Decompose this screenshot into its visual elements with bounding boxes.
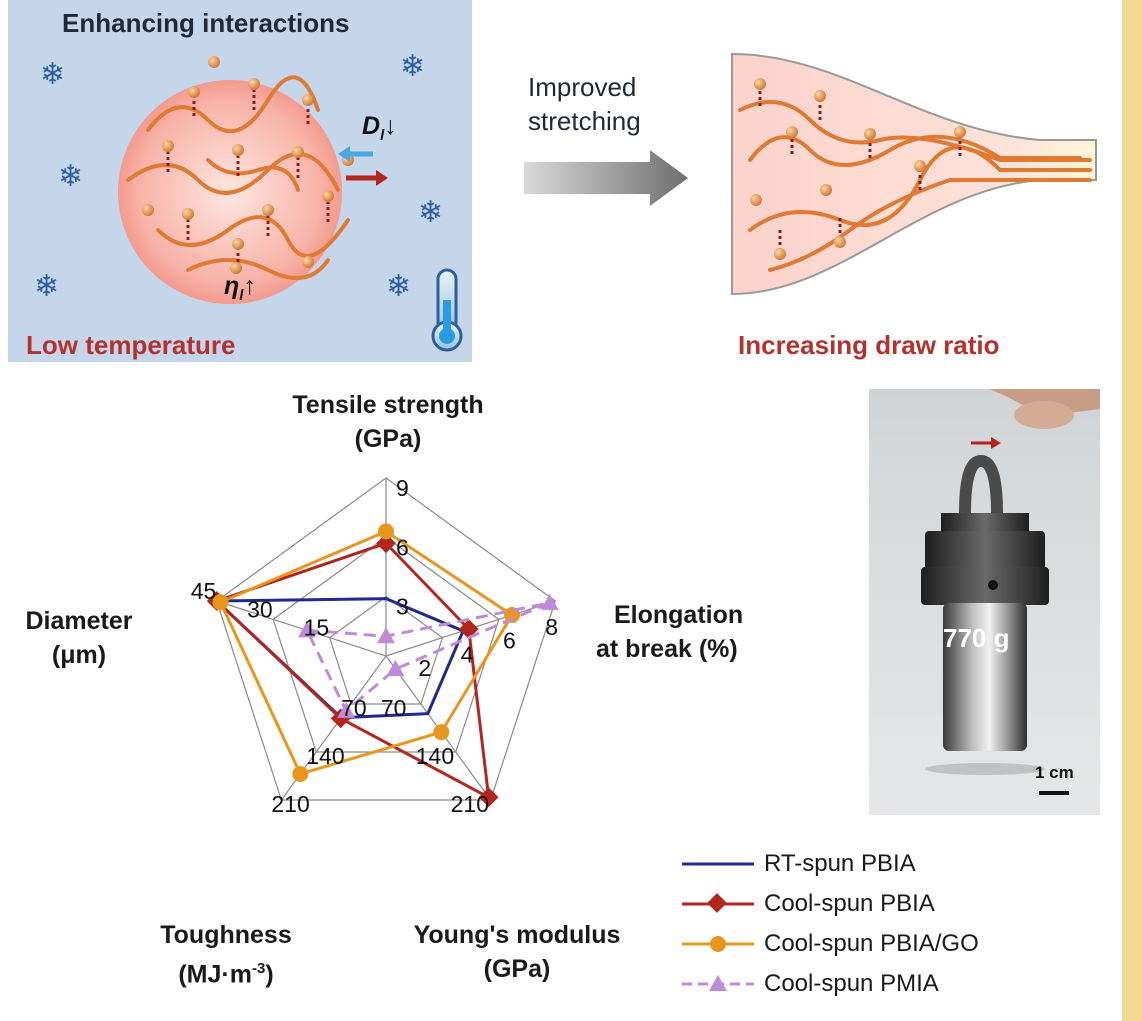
axis-title-modulus-line1: Young's modulus — [413, 921, 621, 949]
tick-label: 8 — [545, 614, 558, 640]
arrow-label-line2: stretching — [528, 106, 641, 136]
tick-label: 140 — [416, 743, 454, 769]
svg-text:❄: ❄ — [386, 270, 411, 303]
svg-text:❄: ❄ — [418, 196, 443, 229]
legend-swatch-cool-pbia-go — [682, 936, 754, 952]
thermometer-icon — [431, 268, 463, 352]
tick-label: 6 — [396, 534, 409, 560]
grid-ring-2 — [272, 536, 500, 753]
legend-label: Cool-spun PBIA/GO — [764, 930, 979, 957]
axis-title-diameter-line1: Diameter — [25, 607, 133, 635]
axis-title-tensile-line2: (GPa) — [354, 425, 422, 453]
tick-label: 2 — [418, 655, 431, 681]
legend-label: Cool-spun PMIA — [764, 970, 939, 997]
series-4-point — [377, 627, 395, 644]
svg-text:❄: ❄ — [40, 58, 65, 91]
radar-tick-labels: 3 6 9 2 4 6 8 70 140 210 70 140 210 15 30 45 — [191, 475, 558, 817]
series-4-point — [337, 701, 356, 718]
series-4-point — [297, 621, 316, 638]
svg-text:❄: ❄ — [400, 50, 425, 83]
tick-label: 9 — [396, 475, 409, 501]
stretching-arrow — [524, 150, 688, 206]
tick-label: 6 — [503, 628, 516, 654]
scale-bar-label: 1 cm — [1035, 763, 1074, 782]
tick-label: 45 — [191, 578, 217, 604]
diffusion-label: Dl↓ — [362, 112, 397, 144]
tick-label: 210 — [451, 791, 489, 817]
mass-label: 770 g — [943, 623, 1010, 653]
legend-swatch-rt-pbia — [682, 862, 754, 866]
side-groups — [142, 56, 354, 274]
legend-item-cool-pbia-go: Cool-spun PBIA/GO — [678, 926, 1018, 962]
axis-title-elongation-line2: at break (%) — [596, 635, 738, 663]
weight-photo: 770 g 1 cm — [869, 389, 1100, 815]
series-3-point — [212, 594, 229, 611]
svg-text:❄: ❄ — [58, 160, 83, 193]
hydrogen-bonds — [166, 88, 330, 268]
arrow-label: Improved stretching — [528, 70, 641, 138]
grid-ring-1 — [328, 595, 444, 705]
axis-title-modulus: Young's modulus (GPa) — [372, 918, 662, 986]
series-2-point — [376, 533, 396, 554]
grid-spoke-5 — [216, 600, 387, 657]
legend-item-rt-pbia: RT-spun PBIA — [678, 846, 1018, 882]
arrow-label-line1: Improved — [528, 72, 637, 102]
series-3-point — [378, 523, 394, 540]
red-arrow-head — [376, 170, 388, 186]
tick-label: 15 — [304, 615, 330, 641]
tick-label: 30 — [247, 596, 273, 622]
series-4-point — [386, 660, 405, 677]
axis-title-elongation: Elongation at break (%) — [596, 598, 786, 666]
weight-photo-drawing — [869, 389, 1100, 815]
panel-caption: Low temperature — [26, 330, 236, 360]
axis-title-tensile: Tensile strength (GPa) — [238, 388, 538, 456]
tick-label: 70 — [381, 695, 407, 721]
tick-label: 210 — [271, 791, 309, 817]
toughness-unit-sup: -3 — [251, 960, 266, 977]
axis-title-diameter-line2: (μm) — [51, 641, 107, 669]
polymer-chains — [126, 75, 350, 280]
side-strip — [1122, 0, 1142, 1021]
tick-label: 3 — [396, 594, 409, 620]
panel-title: Enhancing interactions — [62, 8, 350, 38]
toughness-unit: (MJ·m — [178, 960, 252, 989]
tick-label: 70 — [341, 695, 367, 721]
snowflake-icons: ❄ ❄ ❄ ❄ ❄ ❄ — [34, 50, 443, 303]
series-3-point — [433, 724, 450, 741]
legend-swatch-cool-pbia — [682, 893, 754, 913]
low-temperature-illustration: ❄ ❄ ❄ ❄ ❄ ❄ — [34, 50, 463, 352]
series-3-point — [292, 765, 309, 782]
radar-chart: 3 6 9 2 4 6 8 70 140 210 70 140 210 15 30 45 — [191, 475, 559, 817]
toughness-unit-end: ) — [265, 960, 274, 989]
grid-ring-3 — [216, 477, 556, 801]
series-2-point — [478, 787, 499, 808]
draw-ratio-caption: Increasing draw ratio — [738, 330, 1000, 360]
draw-funnel-illustration — [731, 52, 1097, 296]
viscosity-label: ηl↑ — [224, 272, 256, 304]
axis-title-modulus-line2: (GPa) — [483, 955, 551, 983]
tick-label: 140 — [306, 743, 344, 769]
series-line-4 — [305, 601, 552, 713]
low-temperature-panel: ❄ ❄ ❄ ❄ ❄ ❄ Enhancing interactions Low t… — [8, 0, 472, 362]
axis-title-diameter: Diameter (μm) — [4, 604, 154, 672]
axis-title-toughness-line1: Toughness — [160, 921, 292, 949]
tick-label: 4 — [461, 641, 474, 667]
svg-text:❄: ❄ — [34, 270, 59, 303]
legend-item-cool-pmia: Cool-spun PMIA — [678, 966, 1018, 1002]
series-line-3 — [218, 529, 514, 776]
blue-arrow-head — [338, 146, 350, 162]
legend-label: RT-spun PBIA — [764, 850, 916, 877]
axis-title-tensile-line1: Tensile strength — [292, 391, 484, 419]
legend-swatch-cool-pmia — [682, 975, 754, 991]
axis-title-toughness: Toughness (MJ·m-3) — [126, 918, 326, 991]
axis-title-elongation-line1: Elongation — [614, 601, 744, 629]
legend-label: Cool-spun PBIA — [764, 890, 935, 917]
legend-item-cool-pbia: Cool-spun PBIA — [678, 886, 1018, 922]
radar-series — [206, 523, 559, 808]
axis-title-toughness-line2: (MJ·m-3) — [126, 952, 326, 991]
series-line-1 — [215, 597, 465, 720]
series-4-point — [540, 593, 559, 610]
